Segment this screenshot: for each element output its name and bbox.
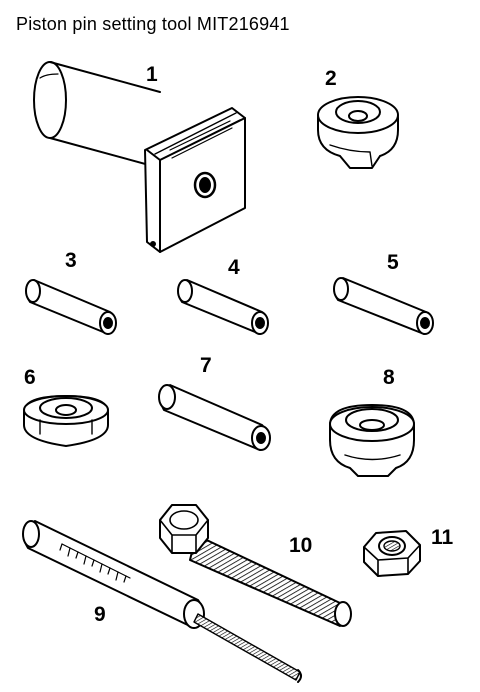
part-6-collar (23, 395, 109, 447)
part-label-2: 2 (325, 67, 337, 90)
part-1-tool-body (33, 61, 246, 253)
part-4-pin (177, 279, 269, 335)
part-label-6: 6 (24, 366, 36, 389)
page-title: Piston pin setting tool MIT216941 (16, 14, 290, 34)
part-3-pin (25, 279, 117, 335)
part-5-pin (333, 277, 434, 335)
part-7-pin (158, 384, 271, 451)
part-2-collar (317, 96, 399, 169)
part-label-1: 1 (146, 63, 158, 86)
part-label-3: 3 (65, 249, 77, 272)
part-9-graduated-rod (22, 520, 302, 683)
part-label-8: 8 (383, 366, 395, 389)
part-10-bolt (159, 504, 352, 627)
part-label-10: 10 (289, 534, 313, 557)
part-label-11: 11 (431, 526, 454, 549)
part-label-9: 9 (94, 603, 106, 626)
part-8-collar (329, 404, 415, 477)
part-11-nut (363, 530, 421, 577)
part-label-4: 4 (228, 256, 240, 279)
part-label-7: 7 (200, 354, 212, 377)
part-label-5: 5 (387, 251, 399, 274)
